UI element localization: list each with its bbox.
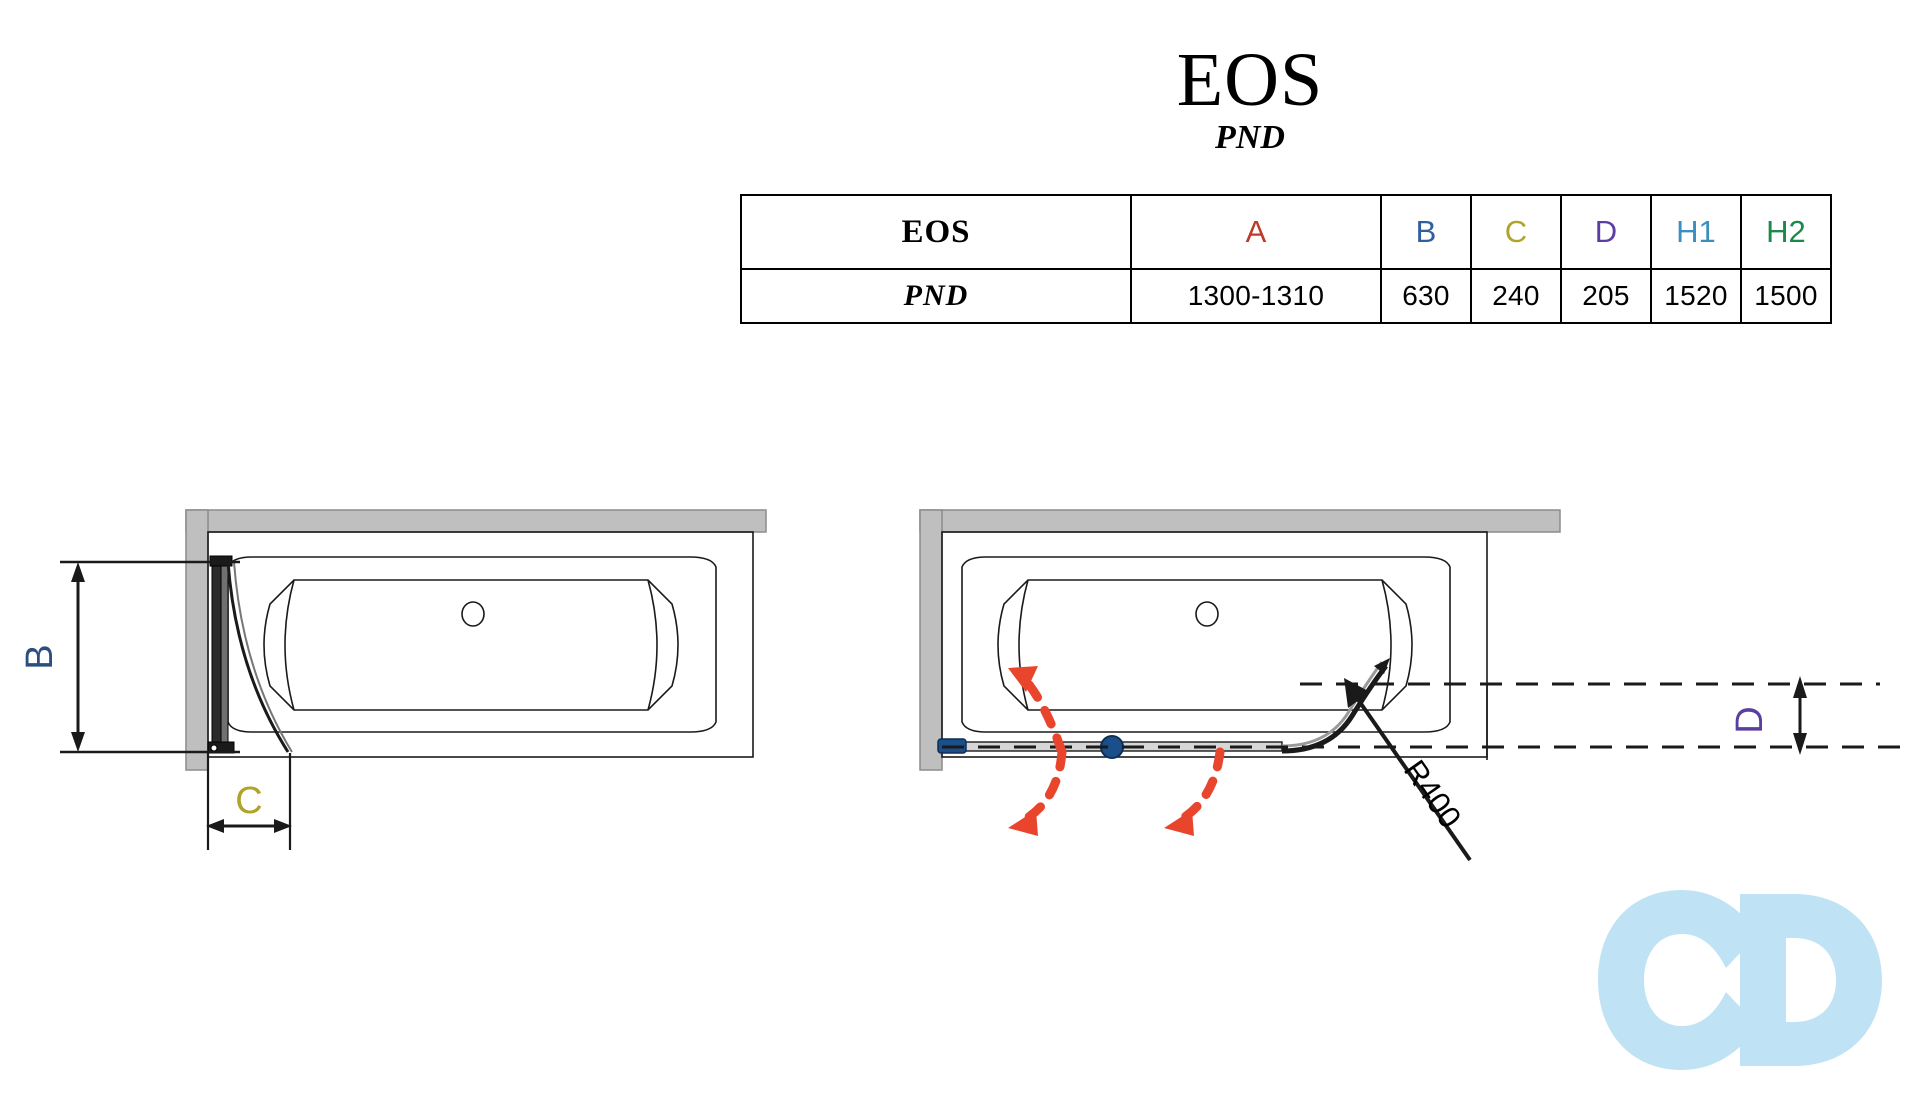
title-block: EOS PND xyxy=(1040,40,1460,158)
cell-c: 240 xyxy=(1492,280,1540,311)
bathtub-outline xyxy=(941,531,1488,758)
table-header-c: C xyxy=(1504,214,1528,249)
table-header-b: B xyxy=(1415,214,1437,249)
page-title: EOS xyxy=(1176,38,1324,122)
specification-table: EOS A B C D H1 H2 PND 1300-1310 630 240 … xyxy=(740,194,1832,324)
cell-h1: 1520 xyxy=(1664,280,1728,311)
cell-model: PND xyxy=(903,279,969,312)
cell-a: 1300-1310 xyxy=(1187,280,1325,311)
radius-label: R400 xyxy=(1397,754,1468,835)
table-header-d: D xyxy=(1594,214,1618,249)
glass-screen-panel xyxy=(207,555,293,754)
table-header-h2: H2 xyxy=(1766,214,1806,249)
wall-outline xyxy=(185,509,767,771)
radius-leader: R400 xyxy=(1344,678,1472,862)
door-track xyxy=(937,658,1910,759)
cell-b: 630 xyxy=(1402,280,1450,311)
bathtub-outline xyxy=(207,531,754,758)
dimension-label-c: C xyxy=(235,780,262,822)
page-subtitle: PND xyxy=(1215,119,1285,156)
table-header-row: EOS A B C D H1 H2 xyxy=(740,194,1832,270)
dimension-label-d: D xyxy=(1729,706,1771,733)
dimension-c: C xyxy=(206,753,292,850)
table-header-a: A xyxy=(1245,214,1267,249)
wall-outline xyxy=(919,509,1561,771)
drawing-left-closed-plan: B C xyxy=(0,470,900,1090)
table-header-model: EOS xyxy=(901,213,971,250)
table-header-h1: H1 xyxy=(1676,214,1716,249)
dimension-b: B xyxy=(19,560,240,754)
dimension-label-b: B xyxy=(19,644,61,669)
drawing-right-open-plan: R400 D xyxy=(919,470,1920,1090)
dimension-d: D xyxy=(1300,676,1880,760)
cell-d: 205 xyxy=(1582,280,1630,311)
table-row: PND 1300-1310 630 240 205 1520 1500 xyxy=(740,268,1832,324)
cell-h2: 1500 xyxy=(1754,280,1818,311)
swing-direction-arrows xyxy=(1008,666,1225,836)
